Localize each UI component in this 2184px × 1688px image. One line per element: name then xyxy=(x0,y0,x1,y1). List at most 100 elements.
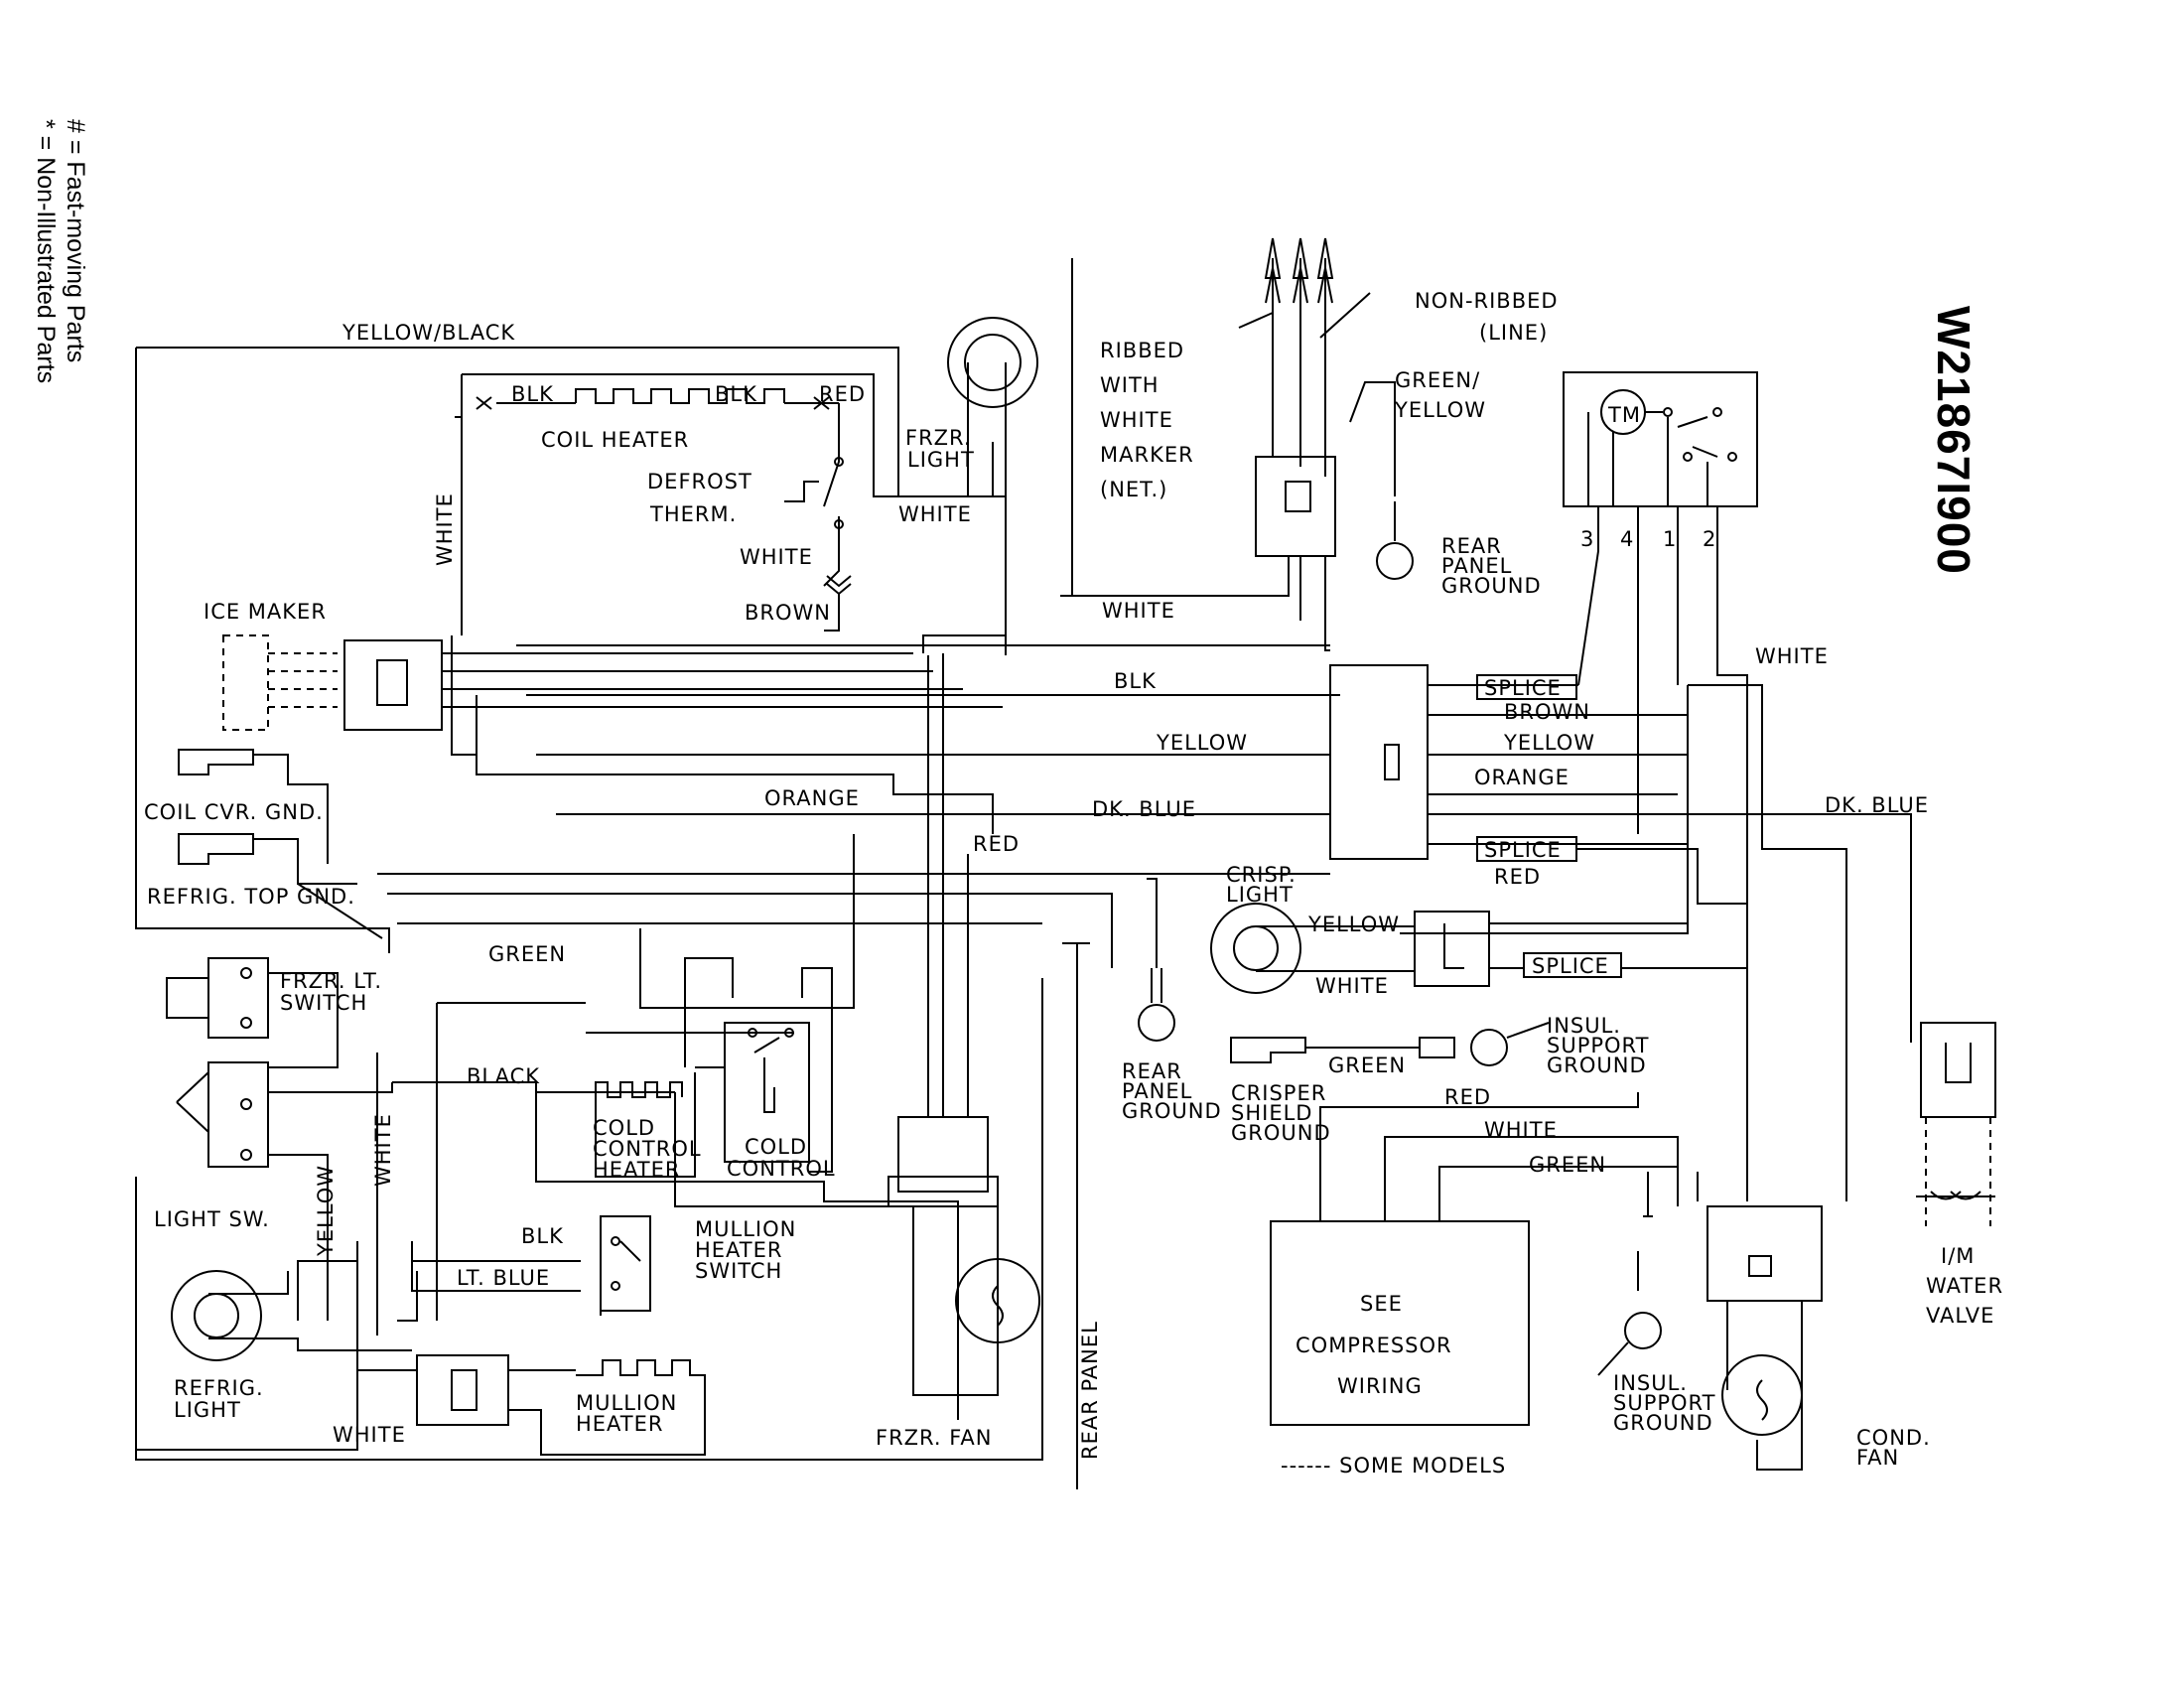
label-crisper-shield-1: CRISPER xyxy=(1231,1081,1326,1105)
label-frzr-lt-1: FRZR. LT. xyxy=(280,969,382,993)
label-cch-3: HEATER xyxy=(593,1158,680,1182)
left-wiring xyxy=(135,258,1340,1489)
label-refrig-light-1: REFRIG. xyxy=(174,1376,264,1400)
label-white-comp: WHITE xyxy=(1484,1118,1558,1142)
right-wiring xyxy=(1082,237,1996,1471)
label-frzr-fan: FRZR. FAN xyxy=(876,1426,992,1450)
label-non-ribbed-1: NON-RIBBED xyxy=(1415,289,1559,313)
label-ribbed-2: WITH xyxy=(1100,373,1160,397)
label-white-vert: WHITE xyxy=(371,1113,395,1187)
label-orange-right: ORANGE xyxy=(1474,766,1570,789)
label-white-frzr: WHITE xyxy=(898,502,972,526)
label-tm: TM xyxy=(1607,403,1641,427)
label-rear-panel-gnd-3: GROUND xyxy=(1441,574,1542,598)
label-yellow-crisp: YELLOW xyxy=(1307,913,1400,936)
label-cold-control-2: CONTROL xyxy=(727,1157,836,1181)
label-coil-heater: COIL HEATER xyxy=(541,428,689,452)
label-white-left: WHITE xyxy=(433,492,457,566)
label-cond-fan-1: COND. xyxy=(1856,1426,1931,1450)
label-red-comp: RED xyxy=(1444,1085,1491,1109)
label-insul-2: SUPPORT xyxy=(1547,1034,1649,1057)
label-mullion-switch-3: SWITCH xyxy=(695,1259,782,1283)
label-red-mid: RED xyxy=(973,832,1020,856)
label-frzr-lt-2: SWITCH xyxy=(280,991,367,1015)
label-green-comp: GREEN xyxy=(1529,1153,1606,1177)
label-refrig-top-gnd: REFRIG. TOP GND. xyxy=(147,885,355,909)
label-rear-panel-gnd-1: REAR xyxy=(1441,534,1502,558)
label-im-valve-1: I/M xyxy=(1941,1244,1975,1268)
label-rear-panel-gnd2-3: GROUND xyxy=(1122,1099,1222,1123)
label-white-center: WHITE xyxy=(1102,599,1175,623)
label-wiring: WIRING xyxy=(1337,1374,1423,1398)
label-term-3: 3 xyxy=(1580,527,1594,551)
label-green-crisper: GREEN xyxy=(1328,1054,1406,1077)
label-blk-mullion: BLK xyxy=(521,1224,564,1248)
label-some-models: ------ SOME MODELS xyxy=(1281,1454,1506,1477)
label-white-bottom: WHITE xyxy=(333,1423,406,1447)
label-insul2-1: INSUL. xyxy=(1613,1371,1688,1395)
label-term-4: 4 xyxy=(1620,527,1634,551)
label-ribbed-5: (NET.) xyxy=(1100,478,1167,501)
label-rear-panel-gnd-2: PANEL xyxy=(1441,554,1512,578)
label-see: SEE xyxy=(1360,1292,1403,1316)
label-white-right: WHITE xyxy=(1755,644,1829,668)
label-green-yellow-2: YELLOW xyxy=(1394,398,1486,422)
label-insul2-3: GROUND xyxy=(1613,1411,1713,1435)
label-yellow-vert: YELLOW xyxy=(314,1165,338,1257)
label-splice-1: SPLICE xyxy=(1484,676,1562,700)
label-frzr-2: LIGHT xyxy=(907,448,975,472)
label-mullion-heater-2: HEATER xyxy=(576,1412,663,1436)
label-insul2-2: SUPPORT xyxy=(1613,1391,1715,1415)
label-insul-1: INSUL. xyxy=(1547,1014,1621,1038)
label-term-1: 1 xyxy=(1663,527,1677,551)
label-ribbed-1: RIBBED xyxy=(1100,339,1184,362)
label-crisp-light-1: CRISP. xyxy=(1226,863,1297,887)
label-refrig-light-2: LIGHT xyxy=(174,1398,241,1422)
label-red-top: RED xyxy=(819,382,866,406)
label-splice-3: SPLICE xyxy=(1532,954,1609,978)
label-ribbed-4: MARKER xyxy=(1100,443,1194,467)
label-cond-fan-2: FAN xyxy=(1856,1446,1899,1470)
label-blk-1: BLK xyxy=(511,382,554,406)
label-brown-right: BROWN xyxy=(1504,700,1590,724)
label-mullion-heater-1: MULLION xyxy=(576,1391,677,1415)
label-non-ribbed-2: (LINE) xyxy=(1479,321,1548,345)
label-yellow-center: YELLOW xyxy=(1156,731,1248,755)
label-crisper-shield-3: GROUND xyxy=(1231,1121,1331,1145)
label-therm: THERM. xyxy=(649,502,737,526)
label-cch-1: COLD xyxy=(593,1116,655,1140)
label-defrost: DEFROST xyxy=(647,470,752,493)
label-dk-blue-right: DK. BLUE xyxy=(1825,793,1929,817)
label-cch-2: CONTROL xyxy=(593,1137,702,1161)
label-im-valve-3: VALVE xyxy=(1926,1304,1994,1328)
label-im-valve-2: WATER xyxy=(1926,1274,2003,1298)
label-white-crisp: WHITE xyxy=(1315,974,1389,998)
label-blk-center: BLK xyxy=(1114,669,1157,693)
label-light-sw: LIGHT SW. xyxy=(154,1207,270,1231)
label-term-2: 2 xyxy=(1703,527,1716,551)
label-orange-left: ORANGE xyxy=(764,786,860,810)
label-yellow-right: YELLOW xyxy=(1503,731,1595,755)
label-compressor: COMPRESSOR xyxy=(1296,1334,1452,1357)
label-insul-3: GROUND xyxy=(1547,1054,1647,1077)
label-brown-therm: BROWN xyxy=(745,601,831,625)
label-white-therm: WHITE xyxy=(740,545,813,569)
label-coil-cvr-gnd: COIL CVR. GND. xyxy=(144,800,324,824)
label-red-right: RED xyxy=(1494,865,1541,889)
label-ice-maker: ICE MAKER xyxy=(204,600,327,624)
labels: YELLOW/BLACK BLK BLK RED COIL HEATER DEF… xyxy=(144,289,2003,1477)
label-mullion-switch-2: HEATER xyxy=(695,1238,782,1262)
label-frzr-1: FRZR. xyxy=(905,426,972,450)
label-lt-blue: LT. BLUE xyxy=(457,1266,550,1290)
label-mullion-switch-1: MULLION xyxy=(695,1217,796,1241)
label-ribbed-3: WHITE xyxy=(1100,408,1173,432)
label-green-left: GREEN xyxy=(488,942,566,966)
label-blk-2: BLK xyxy=(715,382,757,406)
label-crisper-shield-2: SHIELD xyxy=(1231,1101,1312,1125)
label-crisp-light-2: LIGHT xyxy=(1226,883,1294,907)
label-cold-control-1: COLD xyxy=(745,1135,807,1159)
label-green-yellow-1: GREEN/ xyxy=(1395,368,1480,392)
label-yellow-black: YELLOW/BLACK xyxy=(341,321,515,345)
label-splice-2: SPLICE xyxy=(1484,838,1562,862)
